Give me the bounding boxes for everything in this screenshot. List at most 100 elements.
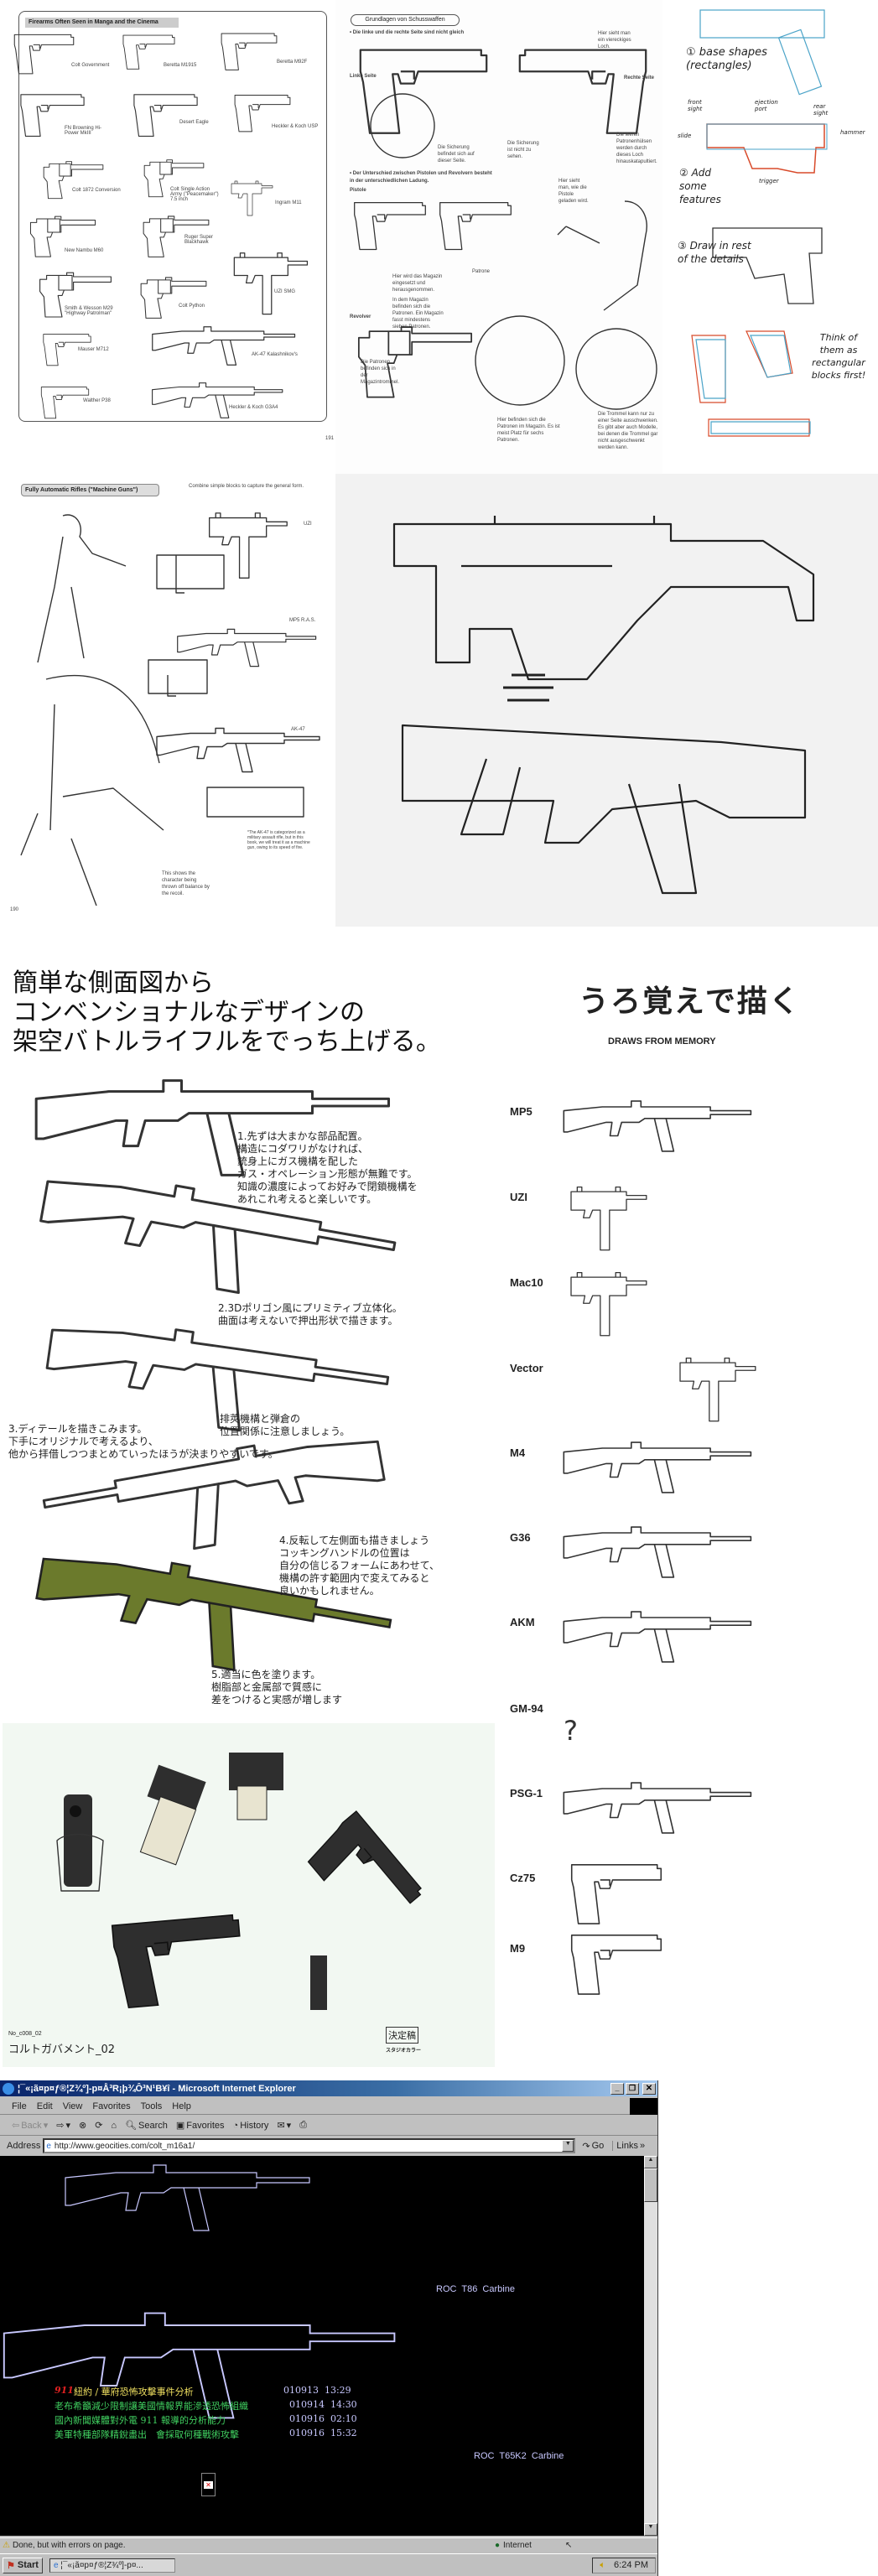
label-slide: slide [678,132,692,139]
menu-tools[interactable]: Tools [140,2101,163,2111]
start-button[interactable]: ⚑Start [3,2557,43,2573]
rifle-caption: ROC T65K2 Carbine [474,2451,564,2461]
menu-edit[interactable]: Edit [36,2101,53,2111]
callout: Die Patronen befinden sich in der Magazi… [361,360,400,385]
gun-label: Desert Eagle [179,120,209,125]
gun-label: Heckler & Koch USP [272,124,319,129]
step-4-text: 4.反転して左側面も描きましょうコッキングハンドルの位置は自分の信じるフォームに… [279,1535,439,1597]
text-line: 自分の信じるフォームにあわせて、 [279,1560,440,1571]
back-arrow-icon: ⇦ [12,2121,20,2131]
label-ejection-port: ejection port [755,99,778,112]
favorites-button[interactable]: ▣Favorites [175,2120,225,2132]
label-revolver: Revolver [350,314,371,319]
menu-help[interactable]: Help [172,2101,191,2111]
tutorial-title: 簡単な側面図から コンベンショナルなデザインの 架空バトルライフルをでっち上げる… [13,969,441,1057]
taskbar-ie-task[interactable]: e ¦¯«¡ã¤p¤ƒ®¦Z¾º]-p¤... [49,2558,175,2573]
page-icon: e [46,2141,51,2151]
search-button[interactable]: 🔍︎Search [125,2120,168,2132]
refresh-button[interactable]: ⟳ [95,2120,102,2131]
menu-view[interactable]: View [62,2101,83,2111]
url-text: http://www.geocities.com/colt_m16a1/ [54,2141,195,2151]
restore-button[interactable]: ❐ [626,2082,639,2095]
links-button[interactable]: Links » [612,2141,645,2151]
rifle-caption: ROC T86 Carbine [436,2284,515,2294]
back-button[interactable]: ⇦Back ▾ [12,2120,49,2132]
scroll-up-button[interactable]: ▲ [644,2156,657,2168]
search-icon: 🔍︎ [125,2121,138,2131]
mail-button[interactable]: ✉▾ [277,2121,292,2131]
pistol-drawing [234,94,291,132]
subtitle: Combine simple blocks to capture the gen… [189,484,304,489]
page-frame [18,11,327,422]
gun-label: Smith & Wesson M29 "Highway Patrolman" [65,306,113,316]
weapon-drawing [570,1934,662,1995]
volume-icon[interactable]: 🔈︎ [600,2559,606,2570]
history-button[interactable]: ◔History [233,2121,269,2131]
toolbar: ⇦Back ▾ ⇨ ▾ ⊗ ⟳ ⌂ 🔍︎Search ▣Favorites ◔H… [0,2116,657,2136]
refresh-icon: ⟳ [95,2121,103,2131]
smg-drawing [233,252,309,315]
weapon-drawing [679,1357,756,1422]
history-label: History [240,2120,269,2131]
close-button[interactable]: ✕ [642,2082,656,2095]
minimize-button[interactable]: _ [610,2082,624,2095]
sheet-code: No_c008_02 [8,2031,42,2037]
revolver-drawing [43,160,104,200]
weapon-label: M9 [510,1942,526,1955]
label-ak47: AK-47 [291,727,305,732]
text-line: 構造にコダワリがなければ、 [237,1143,369,1155]
step-1-text: 1.先ずは大まかな部品配置。構造にコダワリがなければ、銃身上にガス機構を配したガ… [237,1130,418,1206]
weapon-drawing [563,1526,752,1578]
title-line: 簡単な側面図から [13,969,214,998]
mouse-cursor-icon: ↖ [564,2540,573,2550]
label-left-side: Linke Seite [350,74,377,79]
question-mark: ? [564,1715,578,1747]
callout: Die Trommel kann nur zu einer Seite auss… [598,412,658,450]
text-line: 知識の濃度によってお好みで閉鎖機構を [237,1181,418,1192]
news-date: 010914 14:30 [289,2399,357,2410]
windows-flag-icon: ⚑ [7,2560,15,2571]
status-bar: ⚠ Done, but with errors on page. ● Inter… [0,2537,657,2552]
page-title: Firearms Often Seen in Manga and the Cin… [25,18,179,28]
menu-file[interactable]: File [12,2101,27,2111]
scroll-thumb[interactable] [644,2168,657,2202]
studio-label: スタジオカラー [386,2048,422,2054]
scroll-down-button[interactable]: ▼ [644,2523,657,2536]
weapon-label: AKM [510,1616,535,1628]
favorites-icon: ▣ [175,2121,185,2131]
weapon-drawing [570,1271,647,1337]
title-bar[interactable]: ¦¯«¡ã¤p¤ƒ®¦Z¾º]-p¤Å³R¡þ¾Ô³N¹B¥î - Micros… [0,2080,657,2096]
text-line: 樹脂部と金属部で質感に [211,1681,323,1693]
go-label: Go [591,2141,605,2151]
ie-logo-icon [3,2082,14,2095]
battle-rifle-tutorial: 簡単な側面図から コンベンショナルなデザインの 架空バトルライフルをでっち上げる… [0,956,503,1723]
address-dropdown-button[interactable]: ▼ [562,2140,574,2152]
page-title: Grundlagen von Schusswaffen [351,14,460,26]
smg-drawing [231,180,273,216]
menu-favorites[interactable]: Favorites [92,2101,131,2111]
go-button[interactable]: ↷Go [582,2141,604,2152]
title-line: コンベンショナルなデザインの [13,998,365,1027]
pistol-drawing [133,94,198,138]
weapon-drawing [563,1100,752,1152]
stop-button[interactable]: ⊗ [79,2120,86,2131]
memory-subtitle: DRAWS FROM MEMORY [608,1036,716,1046]
vertical-scrollbar[interactable]: ▲ ▼ [644,2156,657,2536]
label-hammer: hammer [840,129,865,136]
address-input[interactable]: e http://www.geocities.com/colt_m16a1/ ▼ [43,2138,576,2153]
gun-label: Heckler & Koch G3A4 [229,405,278,410]
text-line: 5.適当に色を塗ります。 [211,1669,321,1680]
home-button[interactable]: ⌂ [111,2121,117,2131]
gun-label: Colt Government [71,63,110,68]
page-content: ROC T86 Carbine ROC T65K2 Carbine 911 紐約… [0,2156,644,2536]
manga-firearms-page: Firearms Often Seen in Manga and the Cin… [0,0,335,474]
gun-label: Mauser M712 [78,347,109,352]
print-button[interactable]: ⎙ [299,2120,307,2131]
ak-note: *The AK-47 is categorized as a military … [247,830,310,850]
forward-button[interactable]: ⇨ ▾ [56,2121,70,2131]
